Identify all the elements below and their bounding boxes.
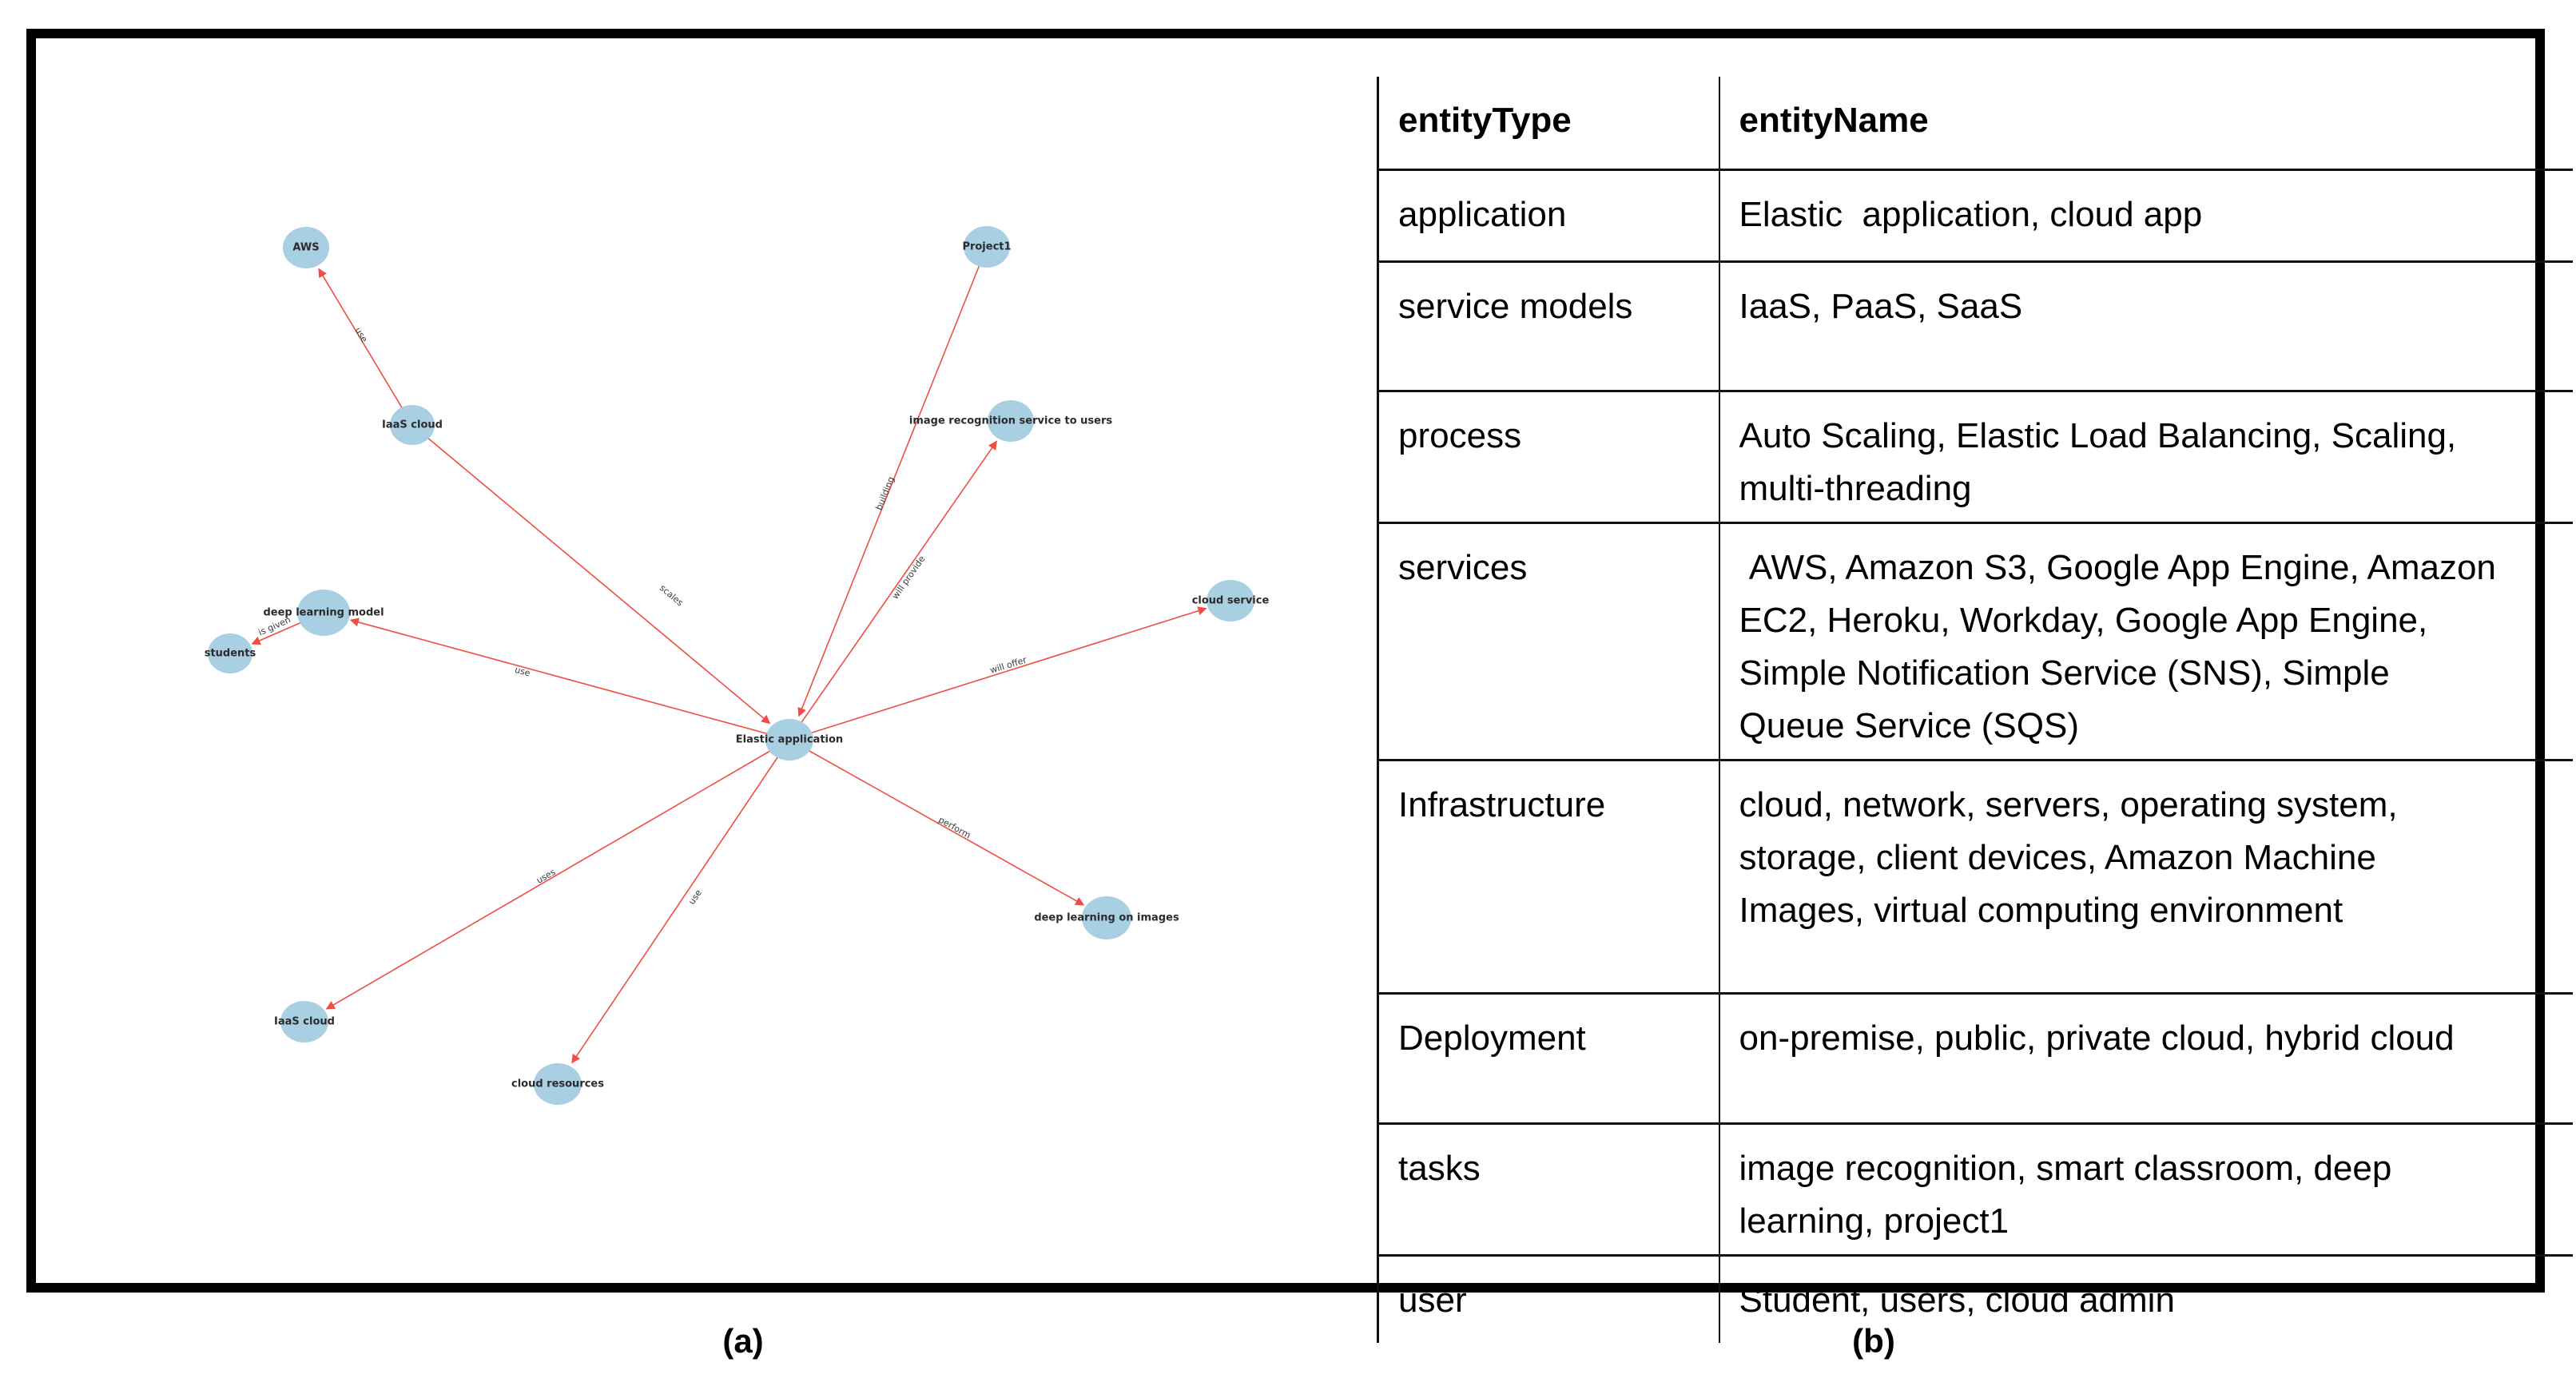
graph-edge-label: perform (936, 815, 972, 841)
graph-node-label: deep learning on images (1034, 912, 1179, 924)
graph-node (390, 405, 435, 445)
caption-b: (b) (1852, 1322, 1895, 1360)
graph-node (765, 719, 813, 761)
graph-edge (789, 440, 997, 741)
graph-edge (411, 424, 771, 725)
entity-type-cell: application (1377, 168, 1719, 261)
header-row: entityType entityName (1378, 77, 2573, 169)
entity-table-header: entityType entityName (1378, 77, 2573, 169)
graph-node-label: IaaS cloud (274, 1016, 335, 1028)
entity-type-cell: user (1377, 1253, 1719, 1343)
header-entity-type: entityType (1398, 101, 1572, 140)
table-row: process Auto Scaling, Elastic Load Balan… (1377, 389, 2573, 522)
entity-type-cell: service models (1377, 260, 1719, 391)
graph-edge-label: will provide (890, 554, 928, 601)
graph-node (988, 400, 1034, 442)
graph-edge (318, 268, 413, 426)
entity-type-cell: Infrastructure (1377, 758, 1719, 993)
graph-edge-label: use (514, 665, 531, 679)
graph-edge (789, 739, 1085, 906)
graph-edge (789, 606, 1207, 741)
graph-edge-label: building (873, 475, 896, 512)
graph-node-label: image recognition service to users (909, 415, 1113, 427)
entity-name-cell: cloud, network, servers, operating syste… (1718, 758, 2573, 993)
graph-edge (325, 739, 790, 1010)
graph-node (1082, 896, 1131, 939)
caption-a: (a) (722, 1322, 764, 1360)
graph-node-label: cloud resources (511, 1078, 604, 1090)
graph-node (297, 590, 350, 636)
entity-table-body: application Elastic application, cloud a… (1377, 168, 2573, 1343)
graph-node-label: cloud service (1192, 595, 1270, 607)
graph-node (1207, 580, 1254, 622)
entity-type-cell: services (1377, 521, 1719, 760)
graph-node (964, 226, 1010, 268)
entity-type-cell: tasks (1377, 1122, 1719, 1255)
graph-edge-label: use (352, 325, 369, 344)
graph-node-label: deep learning model (263, 607, 384, 619)
graph-edge-label: will offer (988, 654, 1028, 675)
graph-node-label: Project1 (962, 241, 1011, 253)
graph-edge (349, 618, 790, 741)
graph-node (280, 1001, 328, 1042)
entity-table: entityType entityName application Elasti… (1377, 77, 2573, 1343)
table-row: Infrastructure cloud, network, servers, … (1377, 758, 2573, 993)
table-row: tasks image recognition, smart classroom… (1377, 1122, 2573, 1255)
graph-node-label: students (205, 648, 256, 660)
entity-name-cell: IaaS, PaaS, SaaS (1718, 260, 2573, 391)
header-entity-name: entityName (1718, 77, 2573, 169)
entity-name-cell: Auto Scaling, Elastic Load Balancing, Sc… (1718, 389, 2573, 522)
graph-edge (797, 246, 988, 717)
graph-node-label: AWS (292, 242, 319, 254)
table-row: service models IaaS, PaaS, SaaS (1377, 260, 2573, 391)
figure-border-box: use scales building will provide will offer u… (26, 29, 2573, 1343)
entity-name-cell: Student, users, cloud admin (1718, 1253, 2573, 1343)
graph-edge-label: scales (658, 582, 686, 608)
graph-node-label: IaaS cloud (382, 419, 443, 431)
graph-node (534, 1063, 582, 1105)
entity-type-cell: Deployment (1377, 991, 1719, 1123)
table-row: application Elastic application, cloud a… (1377, 168, 2573, 261)
graph-edge-label: uses (535, 867, 558, 886)
graph-node (283, 227, 329, 268)
graph-node-label: Elastic application (736, 734, 843, 746)
graph-node (208, 633, 252, 673)
entity-name-cell: on-premise, public, private cloud, hybri… (1718, 991, 2573, 1123)
entity-name-cell: Elastic application, cloud app (1718, 168, 2573, 261)
entity-graph-panel: use scales building will provide will offer u… (205, 226, 1270, 1105)
table-row: services AWS, Amazon S3, Google App Engi… (1377, 521, 2573, 760)
table-row: Deployment on-premise, public, private c… (1377, 991, 2573, 1123)
entity-name-cell: AWS, Amazon S3, Google App Engine, Amazo… (1718, 521, 2573, 760)
graph-edge-label: use (686, 888, 704, 907)
table-row: user Student, users, cloud admin (1377, 1253, 2573, 1343)
graph-edge (571, 739, 790, 1064)
entity-type-cell: process (1377, 389, 1719, 522)
entity-name-cell: image recognition, smart classroom, deep… (1718, 1122, 2573, 1255)
